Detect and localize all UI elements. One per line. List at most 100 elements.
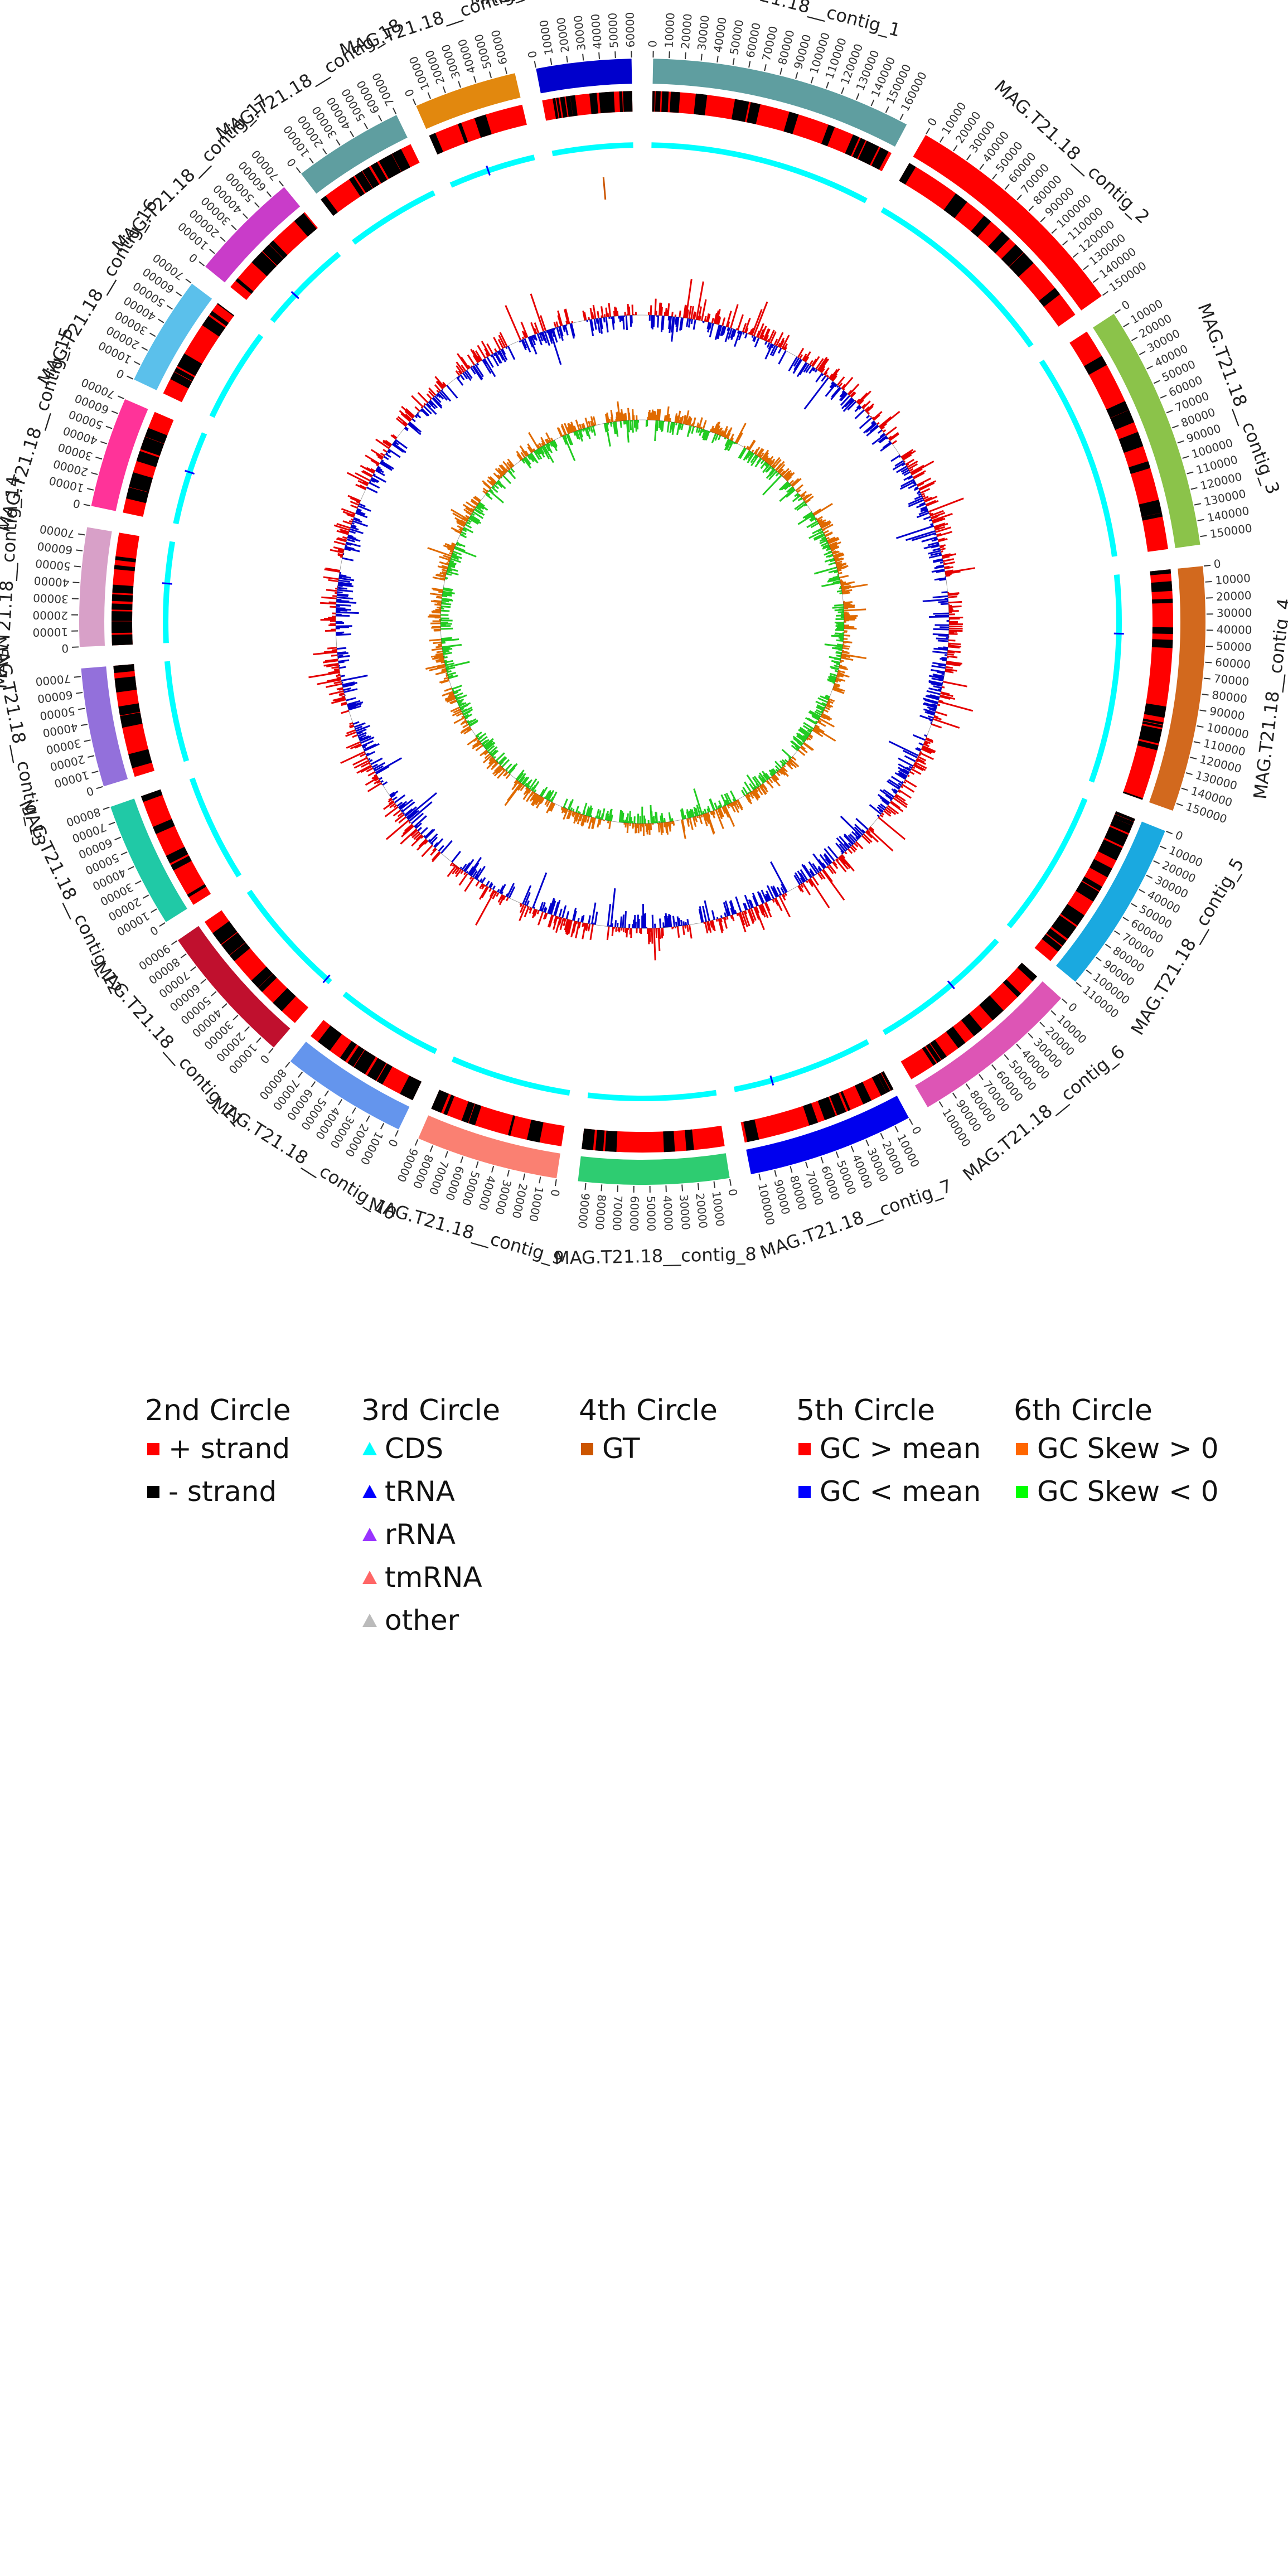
tick-label: 70000 bbox=[610, 1195, 625, 1232]
gc-bar bbox=[944, 654, 947, 656]
legend-title: 3rd Circle bbox=[361, 1394, 501, 1427]
gc-skew-bar bbox=[516, 454, 522, 461]
gc-skew-bar bbox=[819, 718, 835, 728]
tick-label: 80000 bbox=[593, 1194, 609, 1231]
gc-bar bbox=[922, 598, 948, 602]
gc-bar bbox=[479, 885, 488, 900]
contig-block bbox=[1149, 566, 1206, 811]
gc-bar bbox=[459, 374, 465, 381]
gc-bar bbox=[894, 772, 906, 780]
gc-bar bbox=[815, 358, 824, 370]
gc-bar bbox=[932, 595, 948, 599]
gc-skew-bar bbox=[442, 650, 450, 653]
gc-bar bbox=[354, 722, 366, 728]
gc-bar bbox=[351, 524, 357, 528]
strand-minus-segment bbox=[817, 1097, 836, 1120]
gc-skew-bar bbox=[583, 428, 586, 431]
gc-bar bbox=[773, 898, 779, 906]
gc-bar bbox=[361, 740, 374, 747]
gc-bar bbox=[570, 921, 576, 938]
gc-skew-bar bbox=[768, 769, 774, 776]
tick-label: 0 bbox=[1173, 828, 1185, 843]
tick-mark bbox=[233, 1015, 239, 1020]
gc-bar bbox=[944, 597, 948, 600]
gc-skew-bar bbox=[832, 688, 845, 694]
gc-bar bbox=[544, 331, 550, 346]
gc-bar bbox=[682, 925, 685, 935]
gc-bar bbox=[734, 909, 737, 914]
gc-bar bbox=[506, 883, 515, 898]
gc-skew-bar bbox=[804, 512, 814, 519]
gc-skew-bar bbox=[449, 699, 457, 704]
gc-bar bbox=[711, 920, 716, 932]
gc-skew-bar bbox=[453, 689, 462, 694]
gc-skew-bar bbox=[485, 493, 493, 500]
gc-bar bbox=[338, 576, 342, 579]
trna-mark bbox=[947, 980, 955, 990]
gc-bar bbox=[426, 393, 433, 400]
gc-bar bbox=[831, 373, 838, 381]
gc-skew-bar bbox=[758, 776, 764, 784]
strand-minus-segment bbox=[1152, 627, 1173, 635]
gc-bar bbox=[934, 565, 945, 569]
square-marker-icon bbox=[147, 1443, 159, 1455]
tick-mark bbox=[134, 880, 142, 885]
gc-skew-bar bbox=[562, 435, 568, 445]
tick-mark bbox=[171, 940, 177, 945]
gc-skew-bar bbox=[804, 734, 808, 738]
gc-skew-bar bbox=[837, 611, 844, 613]
gc-bar bbox=[884, 808, 892, 815]
gc-bar bbox=[937, 688, 942, 691]
gc-bar bbox=[417, 827, 422, 832]
gc-skew-bar bbox=[722, 806, 727, 814]
gc-skew-bar bbox=[827, 676, 836, 680]
gc-skew-bar bbox=[797, 749, 806, 756]
gc-bar bbox=[716, 316, 720, 325]
gc-bar bbox=[915, 759, 919, 763]
gc-bar bbox=[357, 480, 368, 486]
tick-mark bbox=[256, 1037, 262, 1043]
tick-mark bbox=[427, 92, 431, 99]
cds-band bbox=[734, 1039, 869, 1092]
gc-bar bbox=[373, 776, 379, 780]
legend-item: CDS bbox=[361, 1427, 500, 1470]
gc-skew-bar bbox=[834, 554, 845, 559]
gc-skew-bar bbox=[715, 809, 724, 830]
tick-mark bbox=[351, 1107, 356, 1114]
tick-mark bbox=[1203, 677, 1210, 680]
gc-bar bbox=[468, 856, 482, 875]
tick-label: 80000 bbox=[1211, 688, 1248, 706]
gc-bar bbox=[456, 365, 463, 374]
gc-bar bbox=[564, 309, 569, 325]
gc-skew-bar bbox=[575, 813, 580, 822]
gc-skew-bar bbox=[490, 753, 492, 756]
gc-skew-bar bbox=[491, 486, 498, 493]
gc-skew-bar bbox=[567, 801, 573, 810]
gc-bar bbox=[524, 892, 531, 906]
gc-bar bbox=[349, 530, 356, 534]
gc-skew-bar bbox=[709, 798, 715, 811]
gc-skew-bar bbox=[472, 511, 484, 519]
gc-skew-bar bbox=[473, 505, 477, 509]
gc-bar bbox=[793, 359, 802, 370]
gc-bar bbox=[349, 724, 354, 728]
gc-skew-bar bbox=[446, 669, 449, 672]
gc-bar bbox=[861, 829, 866, 834]
gc-bar bbox=[599, 318, 603, 334]
gc-bar bbox=[621, 316, 623, 321]
tick-mark bbox=[1004, 183, 1010, 190]
gc-bar bbox=[908, 483, 917, 490]
gc-bar bbox=[766, 885, 774, 899]
gc-skew-bar bbox=[802, 740, 805, 743]
tick-mark bbox=[231, 225, 237, 230]
gc-bar bbox=[664, 916, 667, 928]
gc-bar bbox=[610, 888, 616, 927]
gc-bar bbox=[411, 835, 423, 847]
gc-bar bbox=[706, 313, 710, 322]
gc-bar bbox=[336, 609, 347, 612]
gc-bar bbox=[880, 423, 888, 429]
trna-mark bbox=[486, 165, 491, 176]
gc-skew-bar bbox=[827, 578, 840, 583]
gc-skew-bar bbox=[824, 558, 835, 563]
gc-skew-bar bbox=[824, 709, 829, 713]
